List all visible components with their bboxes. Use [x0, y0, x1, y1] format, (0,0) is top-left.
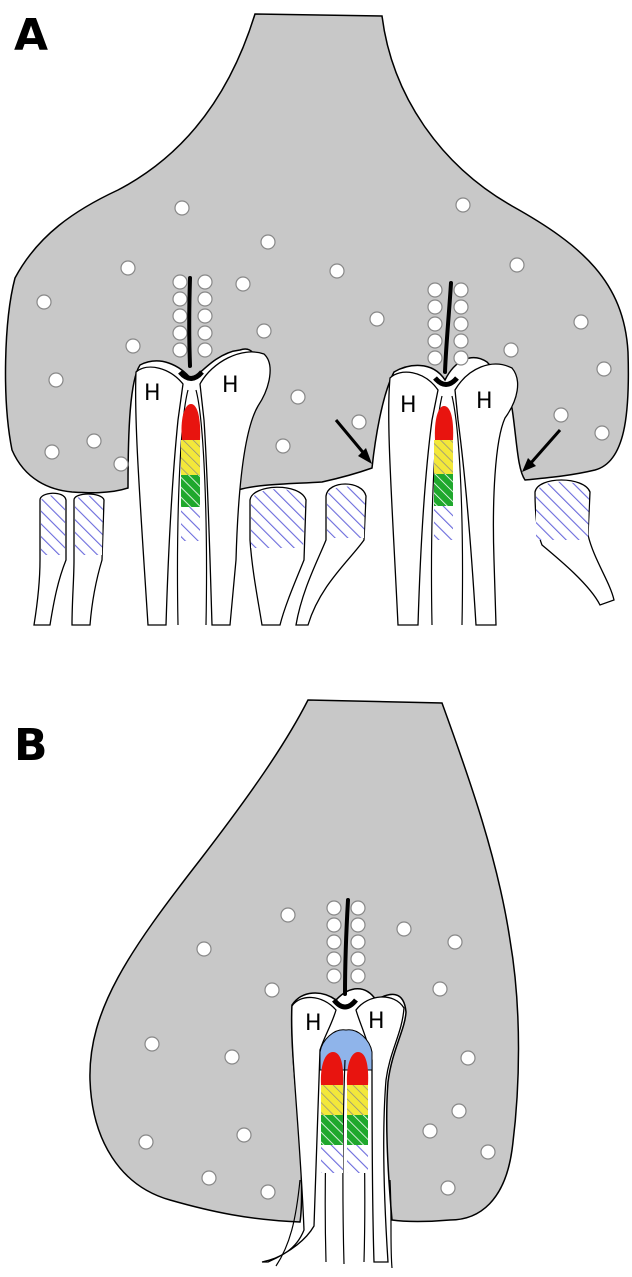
panel-b: B [14, 700, 519, 1268]
panel-label-b: B [14, 720, 48, 771]
horizontal-cell-label: H [144, 381, 161, 406]
horizontal-cell-label: H [305, 1011, 322, 1036]
horizontal-cell-label: H [368, 1009, 385, 1034]
panel-a: A [6, 10, 629, 625]
horizontal-cell-label: H [476, 389, 493, 414]
basal-contacts-a [34, 480, 614, 625]
invagination-left: H H [136, 352, 270, 625]
invagination-right: H H [389, 364, 518, 625]
horizontal-cell-label: H [400, 393, 417, 418]
photoreceptor-terminal-a [6, 14, 629, 493]
panel-label-a: A [14, 10, 48, 61]
horizontal-cell-label: H [222, 373, 239, 398]
